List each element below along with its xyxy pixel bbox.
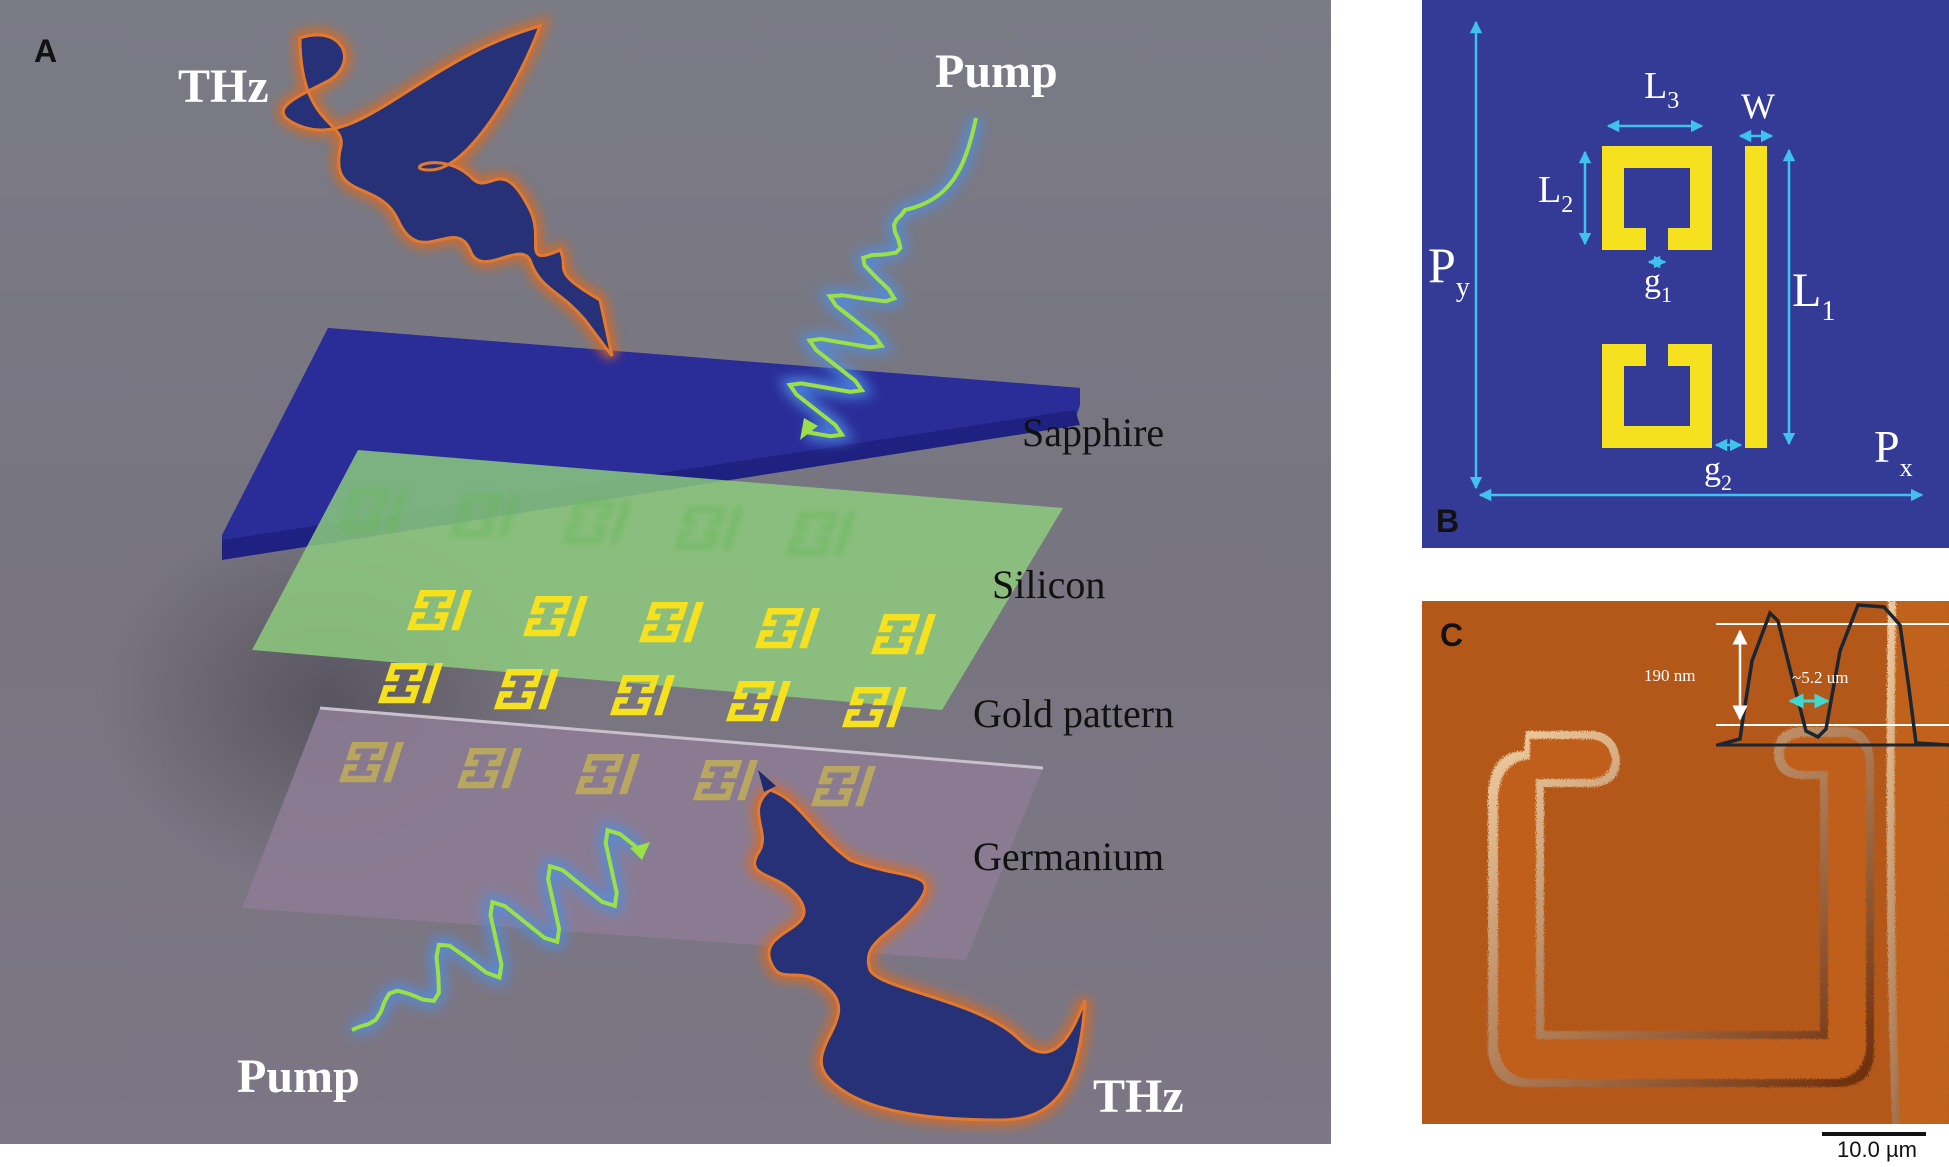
scale-bar: [1822, 1132, 1926, 1136]
germanium-label: Germanium: [973, 834, 1164, 879]
px-label: Px: [1874, 421, 1913, 482]
thz-bottom-label: THz: [1093, 1070, 1184, 1123]
l2-label: L2: [1538, 169, 1573, 218]
scale-bar-label: 10.0 µm: [1837, 1137, 1917, 1162]
gold-srr-unit: [377, 663, 443, 704]
w-label: W: [1741, 86, 1775, 126]
germanium-srr-unit: [692, 760, 758, 801]
panel-b-canvas: L3 W L2 Py g1 L1 g2 Px B: [1428, 20, 1924, 539]
silicon-srr-shadow: [673, 506, 744, 550]
germanium-srr-pattern: [338, 742, 876, 807]
panel-a-label: A: [34, 33, 57, 69]
srr-lower: [1602, 344, 1712, 448]
gold-srr-unit: [522, 596, 588, 637]
panel-b-label: B: [1436, 503, 1459, 539]
pump-beam-bottom: [349, 821, 650, 1037]
srr-upper: [1602, 146, 1712, 250]
germanium-srr-unit: [338, 742, 404, 783]
germanium-srr-unit: [456, 748, 522, 789]
silicon-srr-shadow: [785, 512, 856, 556]
panel-c-canvas: 190 nm ~5.2 um C: [1440, 601, 1949, 1124]
gold-pattern-label: Gold pattern: [973, 691, 1174, 736]
py-label: Py: [1428, 237, 1470, 303]
g2-label: g2: [1704, 451, 1732, 495]
silicon-srr-shadow: [449, 494, 520, 538]
silicon-srr-shadow: [561, 500, 632, 544]
sapphire-label: Sapphire: [1022, 410, 1164, 455]
gold-srr-unit: [841, 687, 907, 728]
gold-srr-unit: [406, 590, 472, 631]
panel-b-unit-cell: L3 W L2 Py g1 L1 g2 Px B: [1422, 0, 1949, 548]
l1-label: L1: [1792, 264, 1835, 327]
gold-srr-unit: [493, 669, 559, 710]
pump-bottom-label: Pump: [237, 1050, 360, 1103]
height-profile-trace: [1717, 603, 1949, 747]
panel-a-canvas: A THz Pump Sapphire Silicon Gold pattern…: [34, 15, 1184, 1128]
gold-srr-unit: [609, 675, 675, 716]
gold-srr-unit: [870, 614, 936, 655]
gold-srr-unit: [754, 608, 820, 649]
pump-beam-top: [777, 116, 983, 444]
thz-top-label: THz: [178, 60, 269, 113]
height-label: 190 nm: [1644, 666, 1695, 685]
gold-srr-unit: [638, 602, 704, 643]
gold-srr-unit: [725, 681, 791, 722]
cut-wire: [1745, 146, 1767, 448]
silicon-layer: [252, 450, 1063, 710]
panel-c-microscope-image: 190 nm ~5.2 um C: [1422, 601, 1949, 1124]
panel-a-schematic: A THz Pump Sapphire Silicon Gold pattern…: [0, 0, 1331, 1144]
germanium-srr-unit: [574, 754, 640, 795]
thz-pulse-bottom: [747, 770, 1092, 1128]
silicon-srr-shadows: [337, 488, 856, 556]
pump-top-label: Pump: [935, 45, 1058, 98]
panel-c-label: C: [1440, 617, 1463, 653]
g1-label: g1: [1644, 263, 1672, 307]
gold-pattern-array: [377, 590, 936, 728]
thz-pulse-top: [276, 15, 619, 361]
srr-topography: [1488, 601, 1949, 1124]
silicon-srr-shadow: [337, 488, 408, 532]
l3-label: L3: [1644, 65, 1679, 114]
germanium-srr-unit: [810, 766, 876, 807]
width-label: ~5.2 um: [1792, 668, 1848, 687]
silicon-label: Silicon: [992, 562, 1105, 607]
